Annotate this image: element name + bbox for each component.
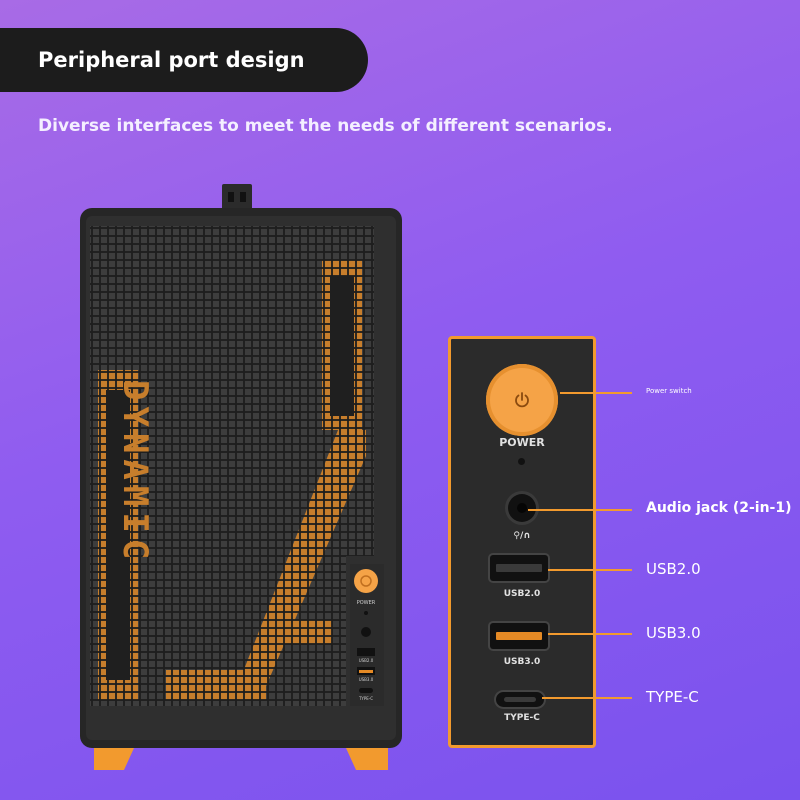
usb3-port[interactable] (490, 623, 548, 649)
case-power-label: POWER (357, 600, 376, 606)
callout-line-usb2 (548, 569, 632, 571)
case-power-button (354, 569, 378, 593)
typec-port[interactable] (496, 692, 544, 707)
power-icon (515, 392, 529, 408)
usb3-label: USB3.0 (503, 657, 541, 667)
usb2-label: USB2.0 (503, 589, 541, 599)
power-button[interactable] (486, 364, 558, 436)
power-label: POWER (499, 436, 545, 449)
title-banner: Peripheral port design (0, 28, 368, 92)
typec-label: TYPE-C (504, 713, 540, 723)
case-foot-left (94, 748, 134, 770)
callout-line-usb3 (548, 633, 632, 635)
power-led (518, 458, 525, 465)
pc-case-svg: DYNAMIC POWER USB2.0 USB3.0 TYPE-C (80, 184, 402, 770)
audio-jack-label: ⚲/∩ (513, 531, 531, 541)
callout-typec: TYPE-C (646, 688, 699, 706)
case-usb3-label: USB3.0 (359, 677, 374, 682)
case-usb2-label: USB2.0 (359, 658, 374, 663)
case-typec-label: TYPE-C (358, 696, 373, 701)
case-handle (222, 184, 252, 212)
page-subtitle: Diverse interfaces to meet the needs of … (38, 116, 613, 136)
page-title: Peripheral port design (38, 48, 305, 72)
callout-line-power (560, 392, 632, 394)
case-brand-text: DYNAMIC (115, 380, 155, 565)
audio-jack[interactable] (508, 494, 536, 522)
pc-case-illustration: DYNAMIC POWER USB2.0 USB3.0 TYPE-C (76, 180, 406, 780)
brand-pattern (98, 260, 366, 700)
callout-line-audio (528, 509, 632, 511)
callout-power-switch: Power switch (646, 387, 692, 395)
usb2-port[interactable] (490, 555, 548, 581)
callout-line-typec (542, 697, 632, 699)
callout-usb3: USB3.0 (646, 624, 701, 642)
port-panel: POWER ⚲/∩ USB2.0 USB3.0 TYPE-C (448, 336, 596, 748)
callout-audio-jack: Audio jack (2-in-1) (646, 500, 792, 516)
callout-usb2: USB2.0 (646, 560, 701, 578)
case-foot-right (346, 748, 388, 770)
